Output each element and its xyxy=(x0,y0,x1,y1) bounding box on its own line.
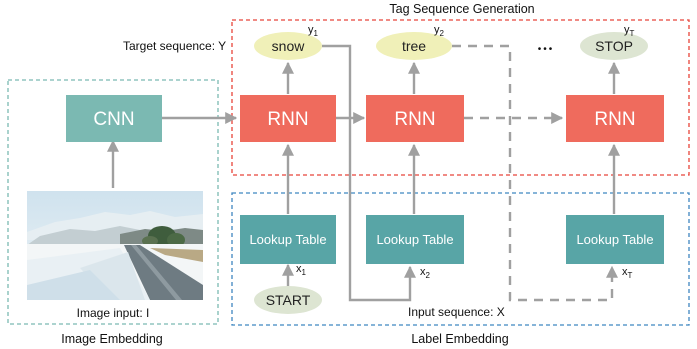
cnn-box xyxy=(66,95,162,142)
ellipsis: ••• xyxy=(538,44,555,55)
lookup-label-2: Lookup Table xyxy=(376,232,453,247)
lookup-label-1: Lookup Table xyxy=(249,232,326,247)
image-input-label: Image input: I xyxy=(77,306,150,320)
image-embedding-caption: Image Embedding xyxy=(61,332,163,346)
rnn-box-t xyxy=(566,95,664,142)
rnn-box-1 xyxy=(240,95,336,142)
output-oval-stop xyxy=(580,32,648,60)
lookup-label-t: Lookup Table xyxy=(576,232,653,247)
label-embedding-caption: Label Embedding xyxy=(411,332,508,346)
connectors xyxy=(107,44,620,302)
yt-symbol: yT xyxy=(624,24,635,38)
arrow-tree-to-lookupt xyxy=(452,44,618,302)
target-sequence-label: Target sequence: Y xyxy=(123,39,226,53)
image-embedding-region xyxy=(7,79,219,325)
rnn-label-t: RNN xyxy=(594,109,635,130)
y1-symbol: y1 xyxy=(308,24,319,38)
output-oval-tree xyxy=(376,32,452,60)
y2-symbol: y2 xyxy=(434,24,445,38)
arrow-snow-to-lookup2 xyxy=(322,44,416,302)
tag-sequence-region xyxy=(231,19,690,176)
start-oval xyxy=(254,286,322,314)
xt-symbol: xT xyxy=(622,266,633,280)
output-oval-snow xyxy=(254,32,322,60)
output-label-stop: STOP xyxy=(595,38,633,54)
cnn-label: CNN xyxy=(93,109,134,130)
lookup-box-2 xyxy=(366,215,464,264)
output-label-tree: tree xyxy=(402,38,426,54)
rnn-box-2 xyxy=(366,95,464,142)
lookup-box-1 xyxy=(240,215,336,264)
input-sequence-label: Input sequence: X xyxy=(408,305,505,319)
output-label-snow: snow xyxy=(272,38,306,54)
snowy-road-photo xyxy=(27,191,203,300)
lookup-box-t xyxy=(566,215,664,264)
start-label: START xyxy=(266,292,311,308)
tag-sequence-title: Tag Sequence Generation xyxy=(389,2,534,16)
x1-symbol: x1 xyxy=(296,263,307,277)
x2-symbol: x2 xyxy=(420,266,431,280)
rnn-label-1: RNN xyxy=(267,109,308,130)
rnn-label-2: RNN xyxy=(394,109,435,130)
